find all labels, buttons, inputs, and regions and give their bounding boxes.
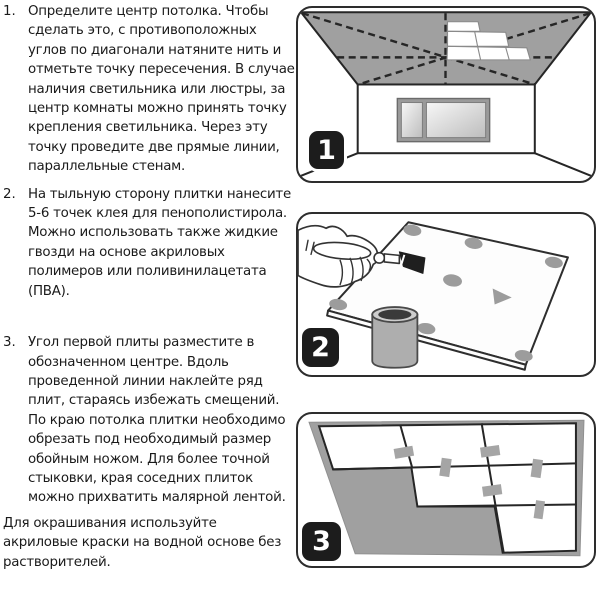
footer-note: Для окрашивания используйте акриловые кр…: [3, 515, 282, 570]
step-badge-3: 3: [302, 522, 341, 561]
illustration-panel-3: 3: [296, 412, 596, 568]
steps-list: 1. Определите центр потолка. Чтобы сдела…: [3, 2, 295, 572]
ceiling-tiles-started: [446, 21, 532, 61]
step-number: 2.: [3, 186, 16, 202]
step-badge-1: 1: [309, 131, 344, 169]
step-badge-2: 2: [302, 328, 339, 367]
glue-smear: [492, 288, 512, 305]
step-item-3: 3. Угол первой плиты разместите в обозна…: [3, 333, 295, 508]
step-number: 1.: [3, 4, 16, 19]
illustration-panel-2: 2: [296, 212, 596, 377]
window: [396, 97, 491, 143]
step-text: Определите центр потолка. Чтобы сделать …: [28, 4, 295, 175]
brush-handle: [312, 241, 372, 261]
brush-ferrule: [383, 253, 401, 265]
tile-row-laying-diagram: [308, 419, 585, 557]
step-text: Угол первой плиты разместите в обозначен…: [28, 335, 286, 506]
floor-lines: [300, 152, 592, 177]
step-item-1: 1. Определите центр потолка. Чтобы сдела…: [3, 2, 295, 177]
brush-handle-cap: [373, 251, 386, 264]
step-number: 3.: [3, 335, 16, 351]
room-ceiling-center-diagram: [300, 11, 592, 177]
glue-dots: [329, 224, 563, 362]
step-text: На тыльную сторону плитки нанесите 5-6 т…: [28, 186, 291, 299]
hand-with-brush: [298, 224, 426, 288]
step-item-2: 2. На тыльную сторону плитки нанесите 5-…: [3, 185, 295, 301]
glue-pot: [371, 306, 419, 369]
glue-application-diagram: [298, 221, 569, 371]
illustration-panel-1: 1: [296, 6, 596, 183]
masking-tape-pieces: [393, 445, 546, 520]
finger-lines: [305, 239, 371, 286]
